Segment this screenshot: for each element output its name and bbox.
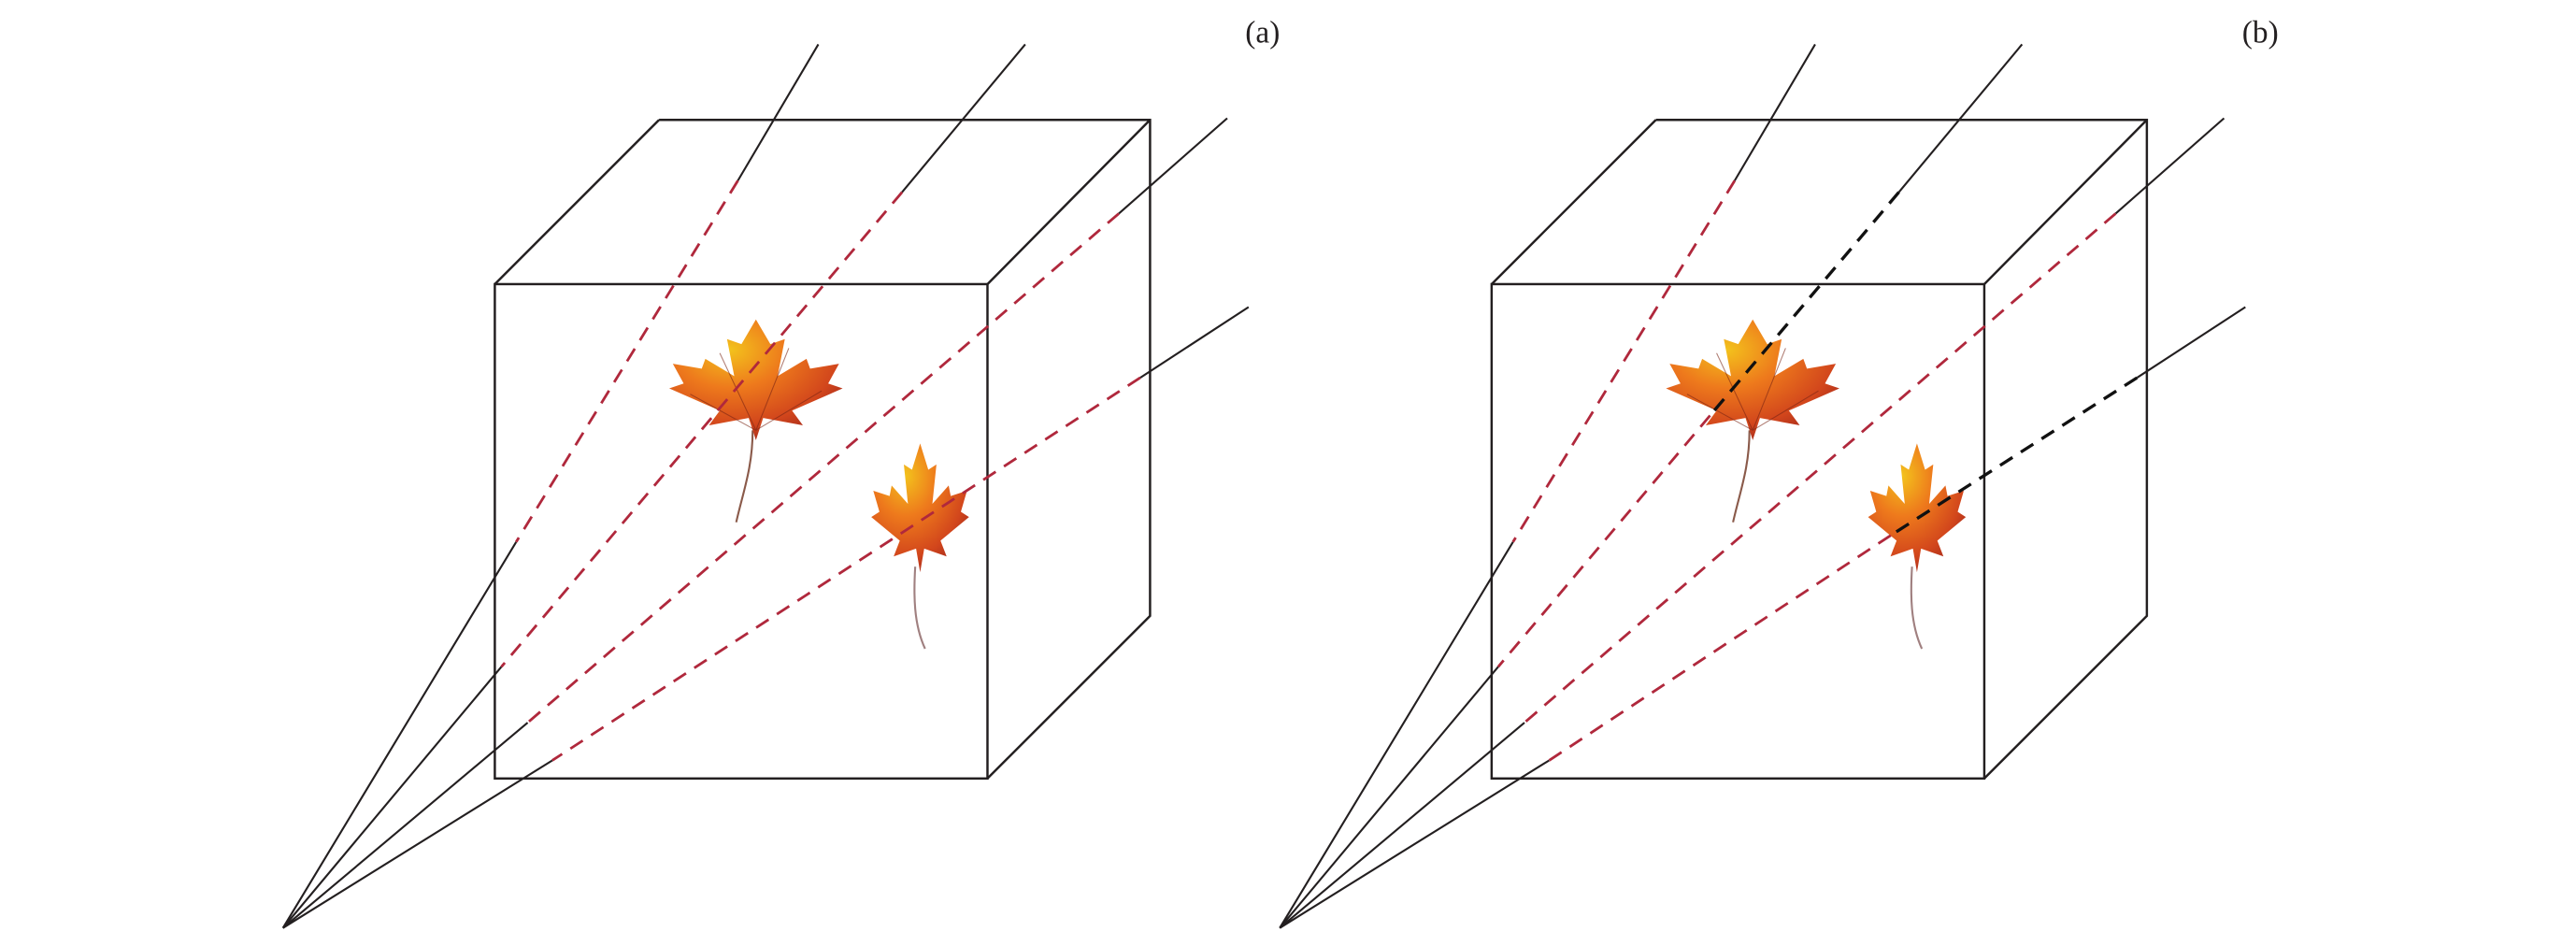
ray-outside-front (281, 541, 518, 929)
leaf-blade (668, 319, 843, 440)
ray-outside-back (1897, 43, 2024, 194)
ray-outside-front (281, 666, 503, 929)
leaf-blade (1666, 319, 1839, 440)
cube-front-face (1490, 282, 1986, 781)
ray-outside-back (1139, 306, 1250, 379)
ray-outside-front (1279, 541, 1514, 929)
ray-outside-front (1279, 722, 1525, 929)
ray-2 (281, 43, 1026, 929)
ray-outside-back (2136, 306, 2246, 379)
ray-1 (1279, 43, 1816, 929)
ray-inside-segment (515, 179, 739, 543)
ray-outside-back (1118, 117, 1228, 215)
maple-leaf-small (1868, 443, 1967, 650)
ray-3 (1279, 117, 2225, 929)
panel-b: (b) (1279, 16, 2279, 929)
leaf-veins (690, 348, 823, 431)
cube-front-face (494, 282, 989, 781)
maple-leaf-large (668, 319, 843, 523)
ray-outside-front (1279, 759, 1550, 929)
maple-leaf-large (1666, 319, 1839, 523)
leaf-stem (735, 430, 754, 523)
ray-inside-segment (1496, 414, 1711, 668)
ray-inside-segment (1524, 212, 2117, 724)
leaf-stem (913, 566, 926, 650)
ray-inside-segment (1511, 179, 1737, 543)
panel-label: (b) (2242, 16, 2279, 50)
leaf-stem (1732, 430, 1751, 523)
ray-outside-front (282, 722, 529, 929)
ray-inside-segment (551, 376, 1141, 762)
leaf-veins (1686, 348, 1819, 431)
ray-2 (1279, 43, 2024, 929)
ray-1 (281, 43, 820, 929)
ray-outside-front (282, 759, 553, 929)
ray-outside-back (901, 43, 1026, 194)
ray-outside-back (737, 43, 820, 181)
ray-outside-back (2114, 117, 2225, 215)
ray-outside-back (1733, 43, 1816, 181)
leaf-stem (1910, 566, 1924, 650)
ray-3 (282, 117, 1228, 929)
panel-label: (a) (1245, 16, 1280, 50)
ray-inside-segment (500, 191, 904, 668)
ray-occluded-segment (1889, 376, 2139, 538)
ray-outside-front (1279, 666, 1499, 929)
leaf-blade (1868, 443, 1967, 573)
cube-back-edges (1490, 119, 2149, 780)
ray-4 (1279, 306, 2246, 929)
leaf-blade (871, 443, 969, 573)
ray-inside-segment (526, 212, 1120, 724)
cube-back-edges (494, 119, 1152, 780)
ray-4 (282, 306, 1250, 929)
ray-inside-segment (1548, 534, 1892, 762)
panel-a: (a) (281, 16, 1280, 929)
maple-leaf-small (871, 443, 969, 650)
